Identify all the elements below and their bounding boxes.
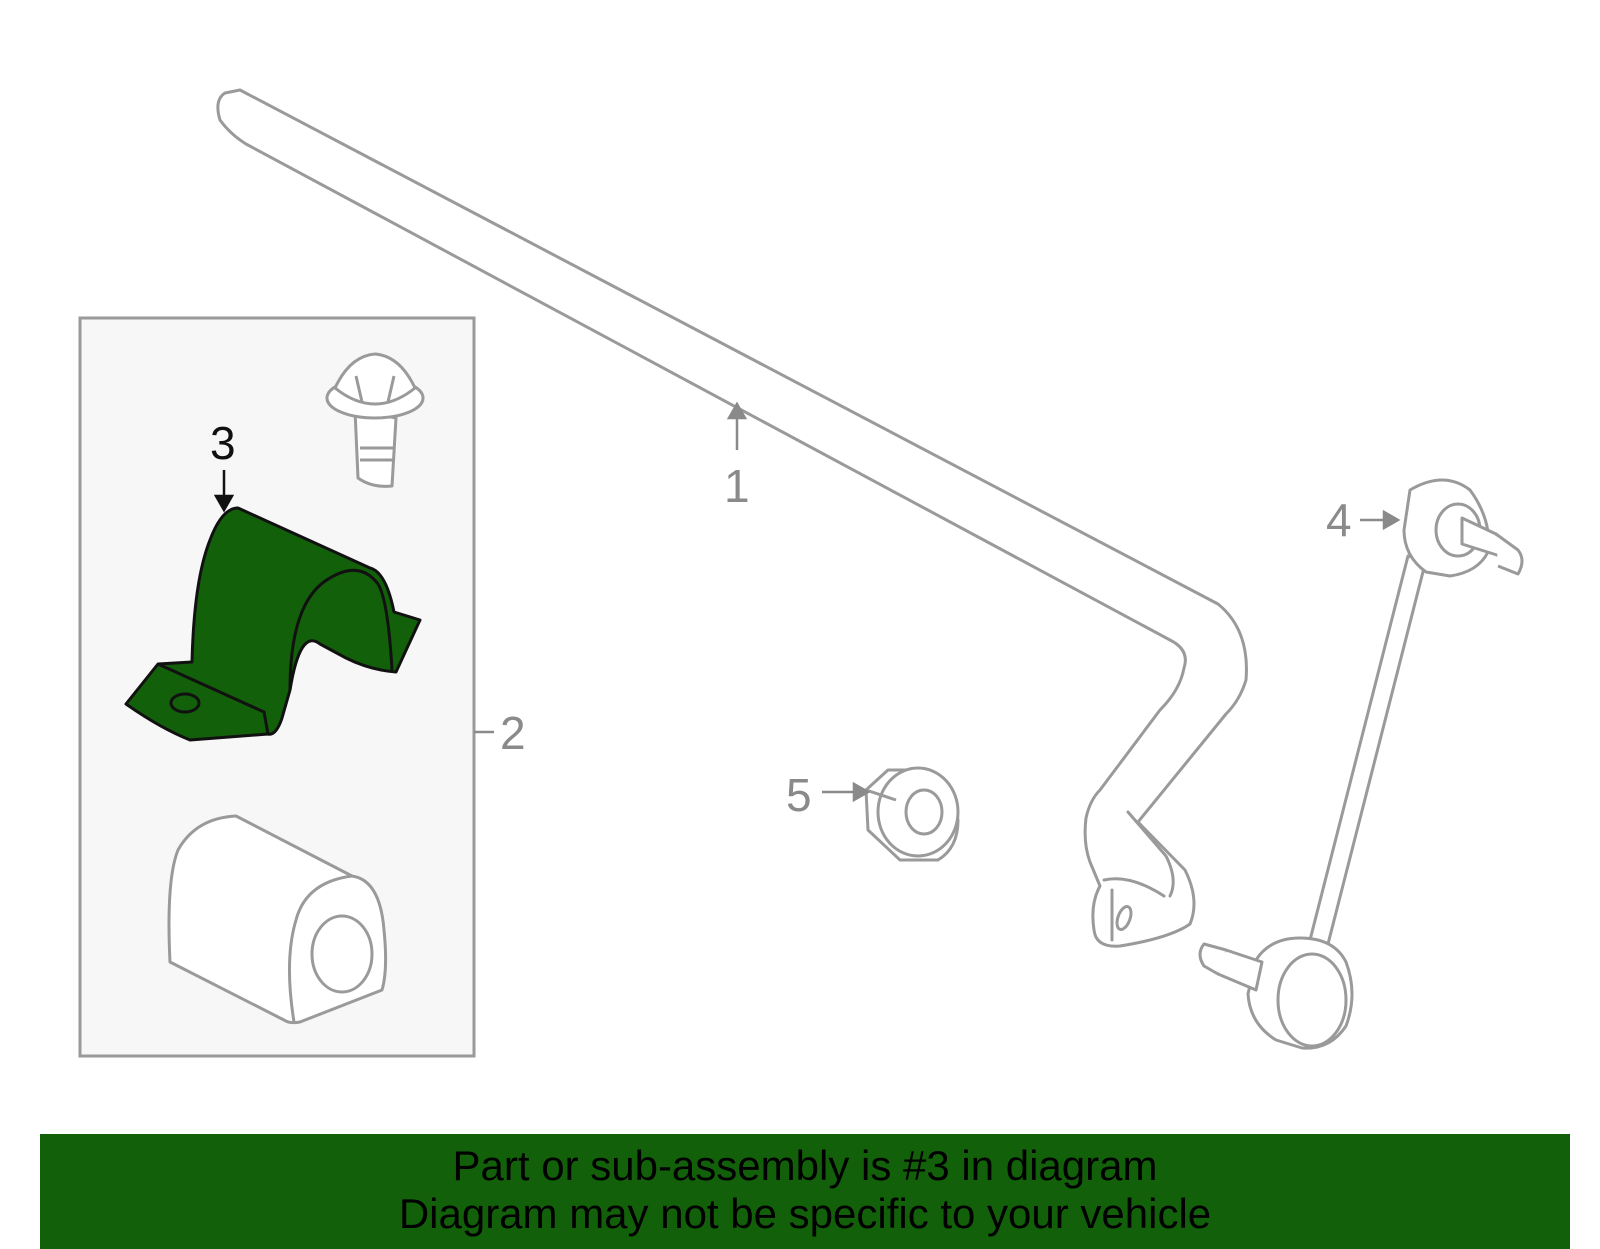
nut[interactable] — [864, 766, 960, 862]
callout-2: 2 — [500, 707, 526, 759]
leader-line-3 — [213, 470, 235, 513]
bushing[interactable] — [167, 814, 388, 1025]
stabilizer-link[interactable] — [1198, 478, 1524, 1050]
leader-line-4 — [1360, 509, 1401, 531]
banner-line-2: Diagram may not be specific to your vehi… — [398, 1190, 1212, 1237]
callout-5: 5 — [786, 769, 812, 821]
banner-line-1: Part or sub-assembly is #3 in diagram — [452, 1142, 1158, 1189]
callout-4: 4 — [1326, 494, 1352, 546]
leader-line-5 — [822, 781, 871, 803]
stabilizer-bar-bracket[interactable] — [124, 506, 422, 742]
bolt[interactable] — [325, 352, 425, 488]
leader-line-1 — [726, 401, 748, 450]
callout-3[interactable]: 3 — [210, 417, 236, 469]
callout-1: 1 — [724, 460, 750, 512]
info-banner: Part or sub-assembly is #3 in diagram Di… — [40, 1134, 1570, 1249]
stabilizer-bar[interactable] — [216, 88, 1248, 948]
